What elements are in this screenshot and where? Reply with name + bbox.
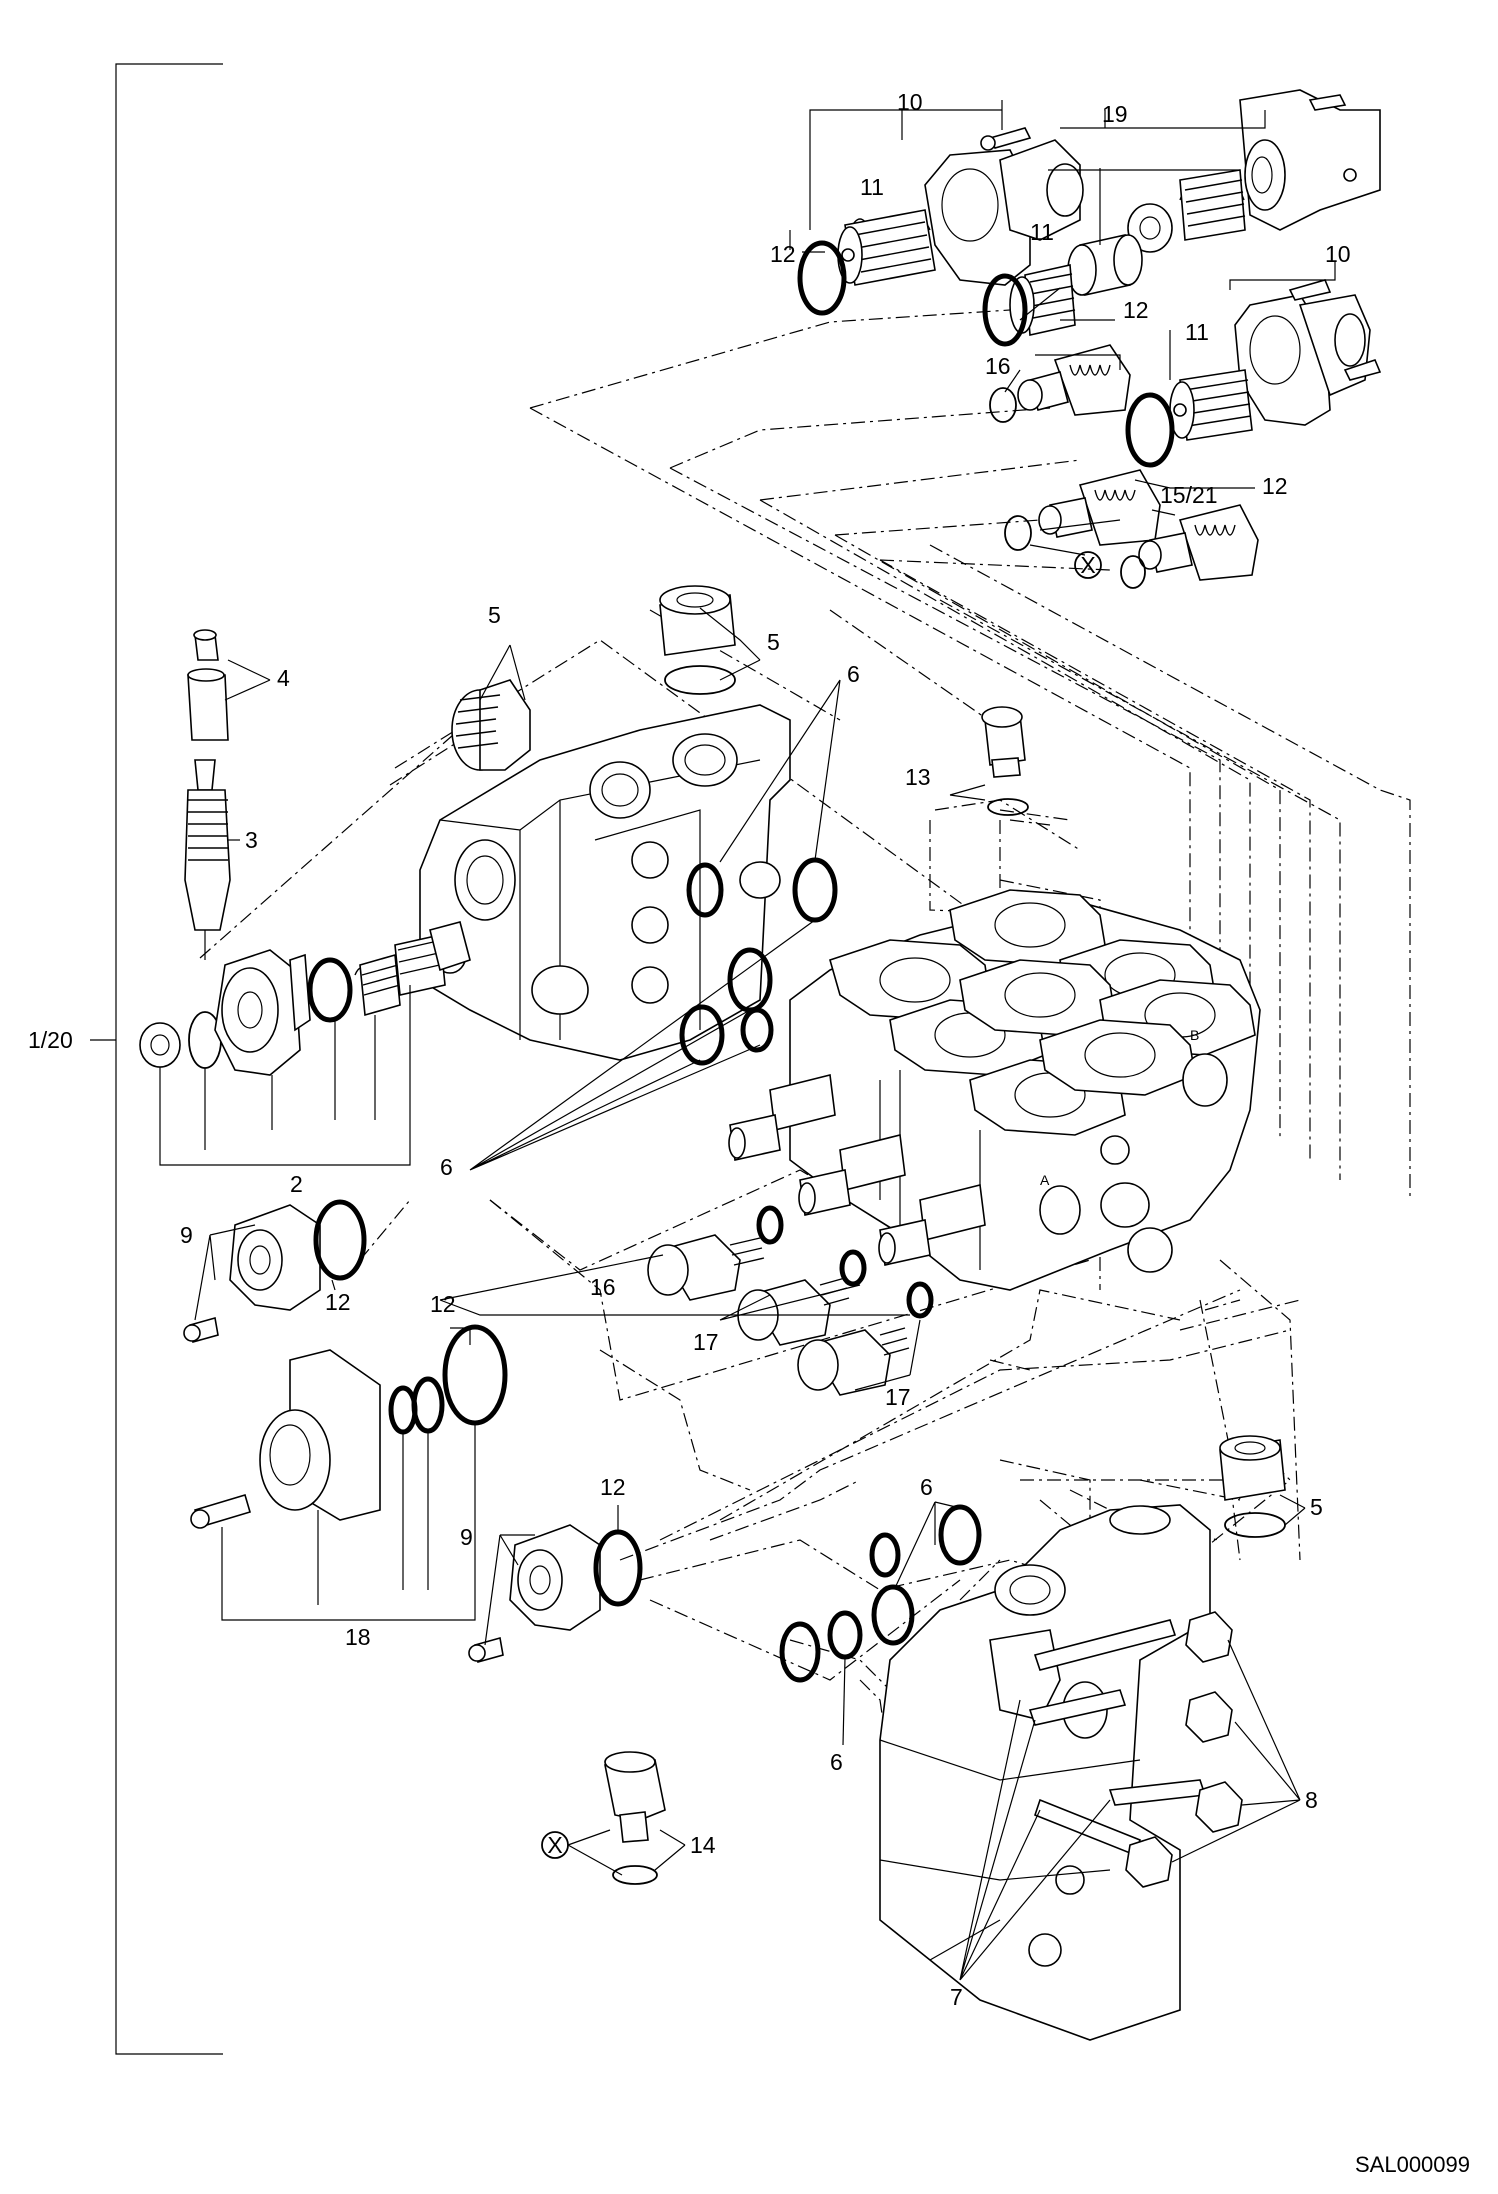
drawing-code: SAL000099 <box>1355 2152 1470 2177</box>
callout-12-cap-18: 12 <box>430 1291 456 1317</box>
callout-6-bottom: 6 <box>830 1749 843 1775</box>
check-valve-16-lower <box>647 1234 765 1301</box>
o-ring-15-21 <box>1004 515 1032 551</box>
o-ring-16-lower <box>756 1205 784 1245</box>
callout-8: 8 <box>1305 1787 1318 1813</box>
callout-17-upper: 17 <box>693 1329 719 1355</box>
callout-6-middle: 6 <box>440 1154 453 1180</box>
check-valve-14 <box>604 1751 666 1843</box>
callout-17-lower: 17 <box>885 1384 911 1410</box>
assembly-bracket <box>90 63 223 2055</box>
callout-12-top-left: 12 <box>770 241 796 267</box>
relief-valve-spring-11-top <box>837 209 936 286</box>
callout-16-lower: 16 <box>590 1274 616 1300</box>
callout-15-21: 15/21 <box>1160 482 1218 508</box>
callout-2: 2 <box>290 1171 303 1197</box>
callout-12-cap-upper: 12 <box>325 1289 351 1315</box>
relief-valve-cover-10-right <box>1234 279 1382 426</box>
svg-text:A: A <box>1040 1172 1050 1188</box>
callout-6-top: 6 <box>847 661 860 687</box>
outlet-section-housing <box>879 1504 1211 2041</box>
spool-cap-9-lower <box>468 1524 601 1664</box>
o-ring-14 <box>612 1865 658 1885</box>
callout-12-cap-lower: 12 <box>600 1474 626 1500</box>
main-valve-block: B A <box>728 889 1261 1291</box>
callout-18: 18 <box>345 1624 371 1650</box>
valve-assembly-19 <box>1009 89 1381 336</box>
svg-text:X: X <box>547 1832 562 1858</box>
o-ring-17-lower <box>906 1281 934 1319</box>
callout-4: 4 <box>277 665 290 691</box>
callout-14: 14 <box>690 1832 716 1858</box>
callout-10-right: 10 <box>1325 241 1351 267</box>
callout-5-left: 5 <box>488 602 501 628</box>
callout-16-top: 16 <box>985 353 1011 379</box>
check-valve-17-lower <box>797 1327 910 1396</box>
x-marker-top: X <box>1074 551 1102 579</box>
adapter-plug-5-left <box>451 679 531 771</box>
callout-12-top-middle: 12 <box>1123 297 1149 323</box>
callout-9-upper: 9 <box>180 1222 193 1248</box>
callout-11-right: 11 <box>1185 319 1209 345</box>
callout-labels: 10 19 11 12 11 10 12 11 16 12 15/21 5 5 … <box>28 89 1351 2010</box>
leader-2 <box>159 985 411 1166</box>
callout-11-top-left: 11 <box>860 174 884 200</box>
callout-1-20: 1/20 <box>28 1027 73 1053</box>
o-ring-12-top-left <box>797 240 847 316</box>
callout-5-top: 5 <box>767 629 780 655</box>
o-ring-12-right <box>1125 392 1175 468</box>
svg-text:B: B <box>1190 1027 1199 1043</box>
o-ring-12-top-middle <box>982 273 1028 347</box>
callout-19: 19 <box>1102 101 1128 127</box>
o-ring-12-cap-9-upper <box>313 1199 367 1281</box>
relief-valve-cover-10-top <box>924 127 1084 286</box>
o-ring-x-top <box>1120 555 1146 589</box>
spool-cap-9-upper <box>183 1204 321 1344</box>
relief-valve-spring-11-right <box>1169 369 1253 441</box>
callout-6-bottom-top: 6 <box>920 1474 933 1500</box>
svg-text:X: X <box>1080 552 1095 578</box>
plug-13 <box>981 706 1026 778</box>
relief-cartridge-4 <box>187 629 229 741</box>
callout-11-top-middle: 11 <box>1030 219 1054 245</box>
check-valve-x-top <box>1138 504 1259 581</box>
callout-13: 13 <box>905 764 931 790</box>
x-marker-bottom: X <box>541 1831 569 1859</box>
callout-10-top: 10 <box>897 89 923 115</box>
o-rings-6-bottom <box>779 1504 982 1683</box>
callout-7: 7 <box>950 1984 963 2010</box>
o-rings-18 <box>388 1324 508 1435</box>
adapter-plug-5-top <box>659 585 736 695</box>
hex-nuts-8 <box>1125 1611 1243 1888</box>
o-ring-12-cap-9-lower <box>593 1529 643 1607</box>
o-ring-13 <box>987 798 1029 816</box>
callout-3: 3 <box>245 827 258 853</box>
o-ring-17-upper <box>839 1249 867 1287</box>
o-ring-16-top <box>989 387 1017 423</box>
spool-cap-18 <box>190 1349 381 1529</box>
callout-12-right: 12 <box>1262 473 1288 499</box>
adapter-plug-5-bottom <box>1219 1435 1286 1538</box>
relief-valve-assembly-2 <box>139 921 471 1076</box>
relief-cartridge-3 <box>184 759 231 960</box>
callout-5-bottom: 5 <box>1310 1494 1323 1520</box>
callout-9-lower: 9 <box>460 1524 473 1550</box>
check-valve-16-top <box>1017 344 1131 416</box>
leader-18 <box>221 1423 476 1621</box>
callout-leaders <box>194 100 1336 1981</box>
